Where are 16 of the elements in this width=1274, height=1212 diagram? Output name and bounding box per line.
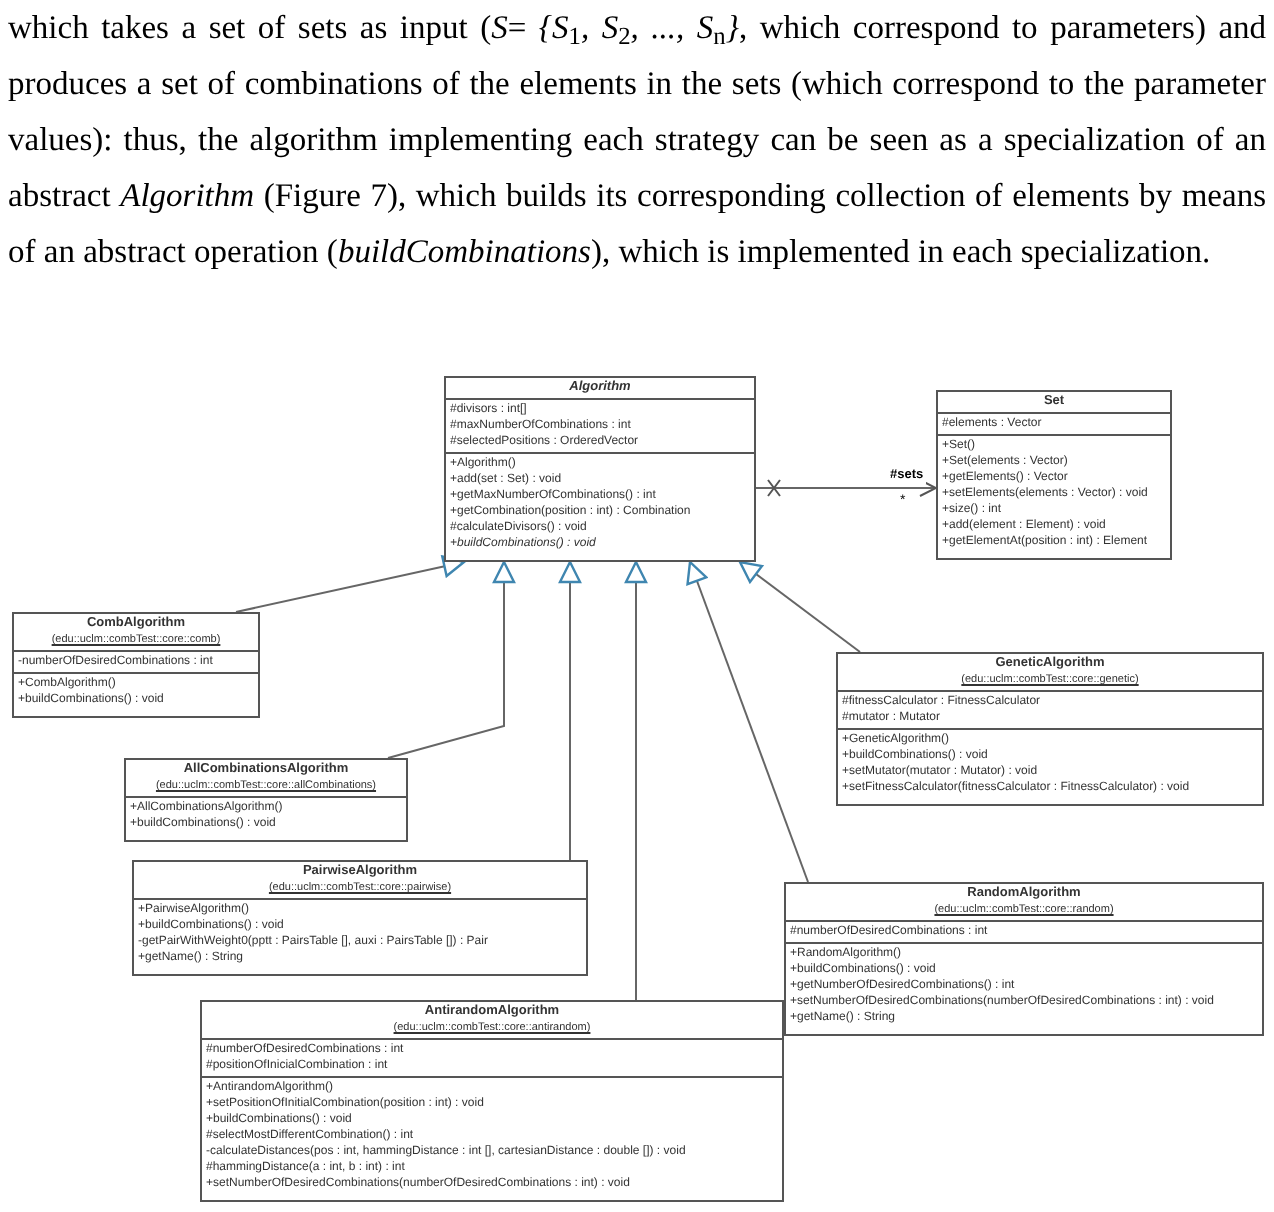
generalization-arrow [235, 555, 466, 613]
body-paragraph: which takes a set of sets as input (S= {S$_{1}$, S$_{2}$, ..., S$_{n}$}, which correspond to parameters) and produces a set of combinations of the elements in the sets (which correspond to the parameter values): thus, the algorithm implementing each strategy can be seen as a specialization of an abstract Algorithm (Figure 7), which builds its corresponding collection of elements by means of an abstract operation (buildCombinations), which is implemented in each specialization. [8, 6, 1266, 274]
generalization-arrow [686, 560, 809, 883]
association-arrow [755, 479, 937, 497]
generalization-arrow [558, 560, 582, 861]
class-box [836, 652, 1264, 806]
generalization-arrow [738, 560, 861, 653]
class-box [784, 882, 1264, 1036]
class-box [12, 612, 260, 718]
generalization-arrow [387, 560, 516, 759]
class-box [132, 860, 588, 976]
class-box [444, 376, 756, 562]
class-box [936, 390, 1172, 560]
generalization-arrow [624, 560, 648, 1001]
class-box [124, 758, 408, 842]
class-box [200, 1000, 784, 1202]
